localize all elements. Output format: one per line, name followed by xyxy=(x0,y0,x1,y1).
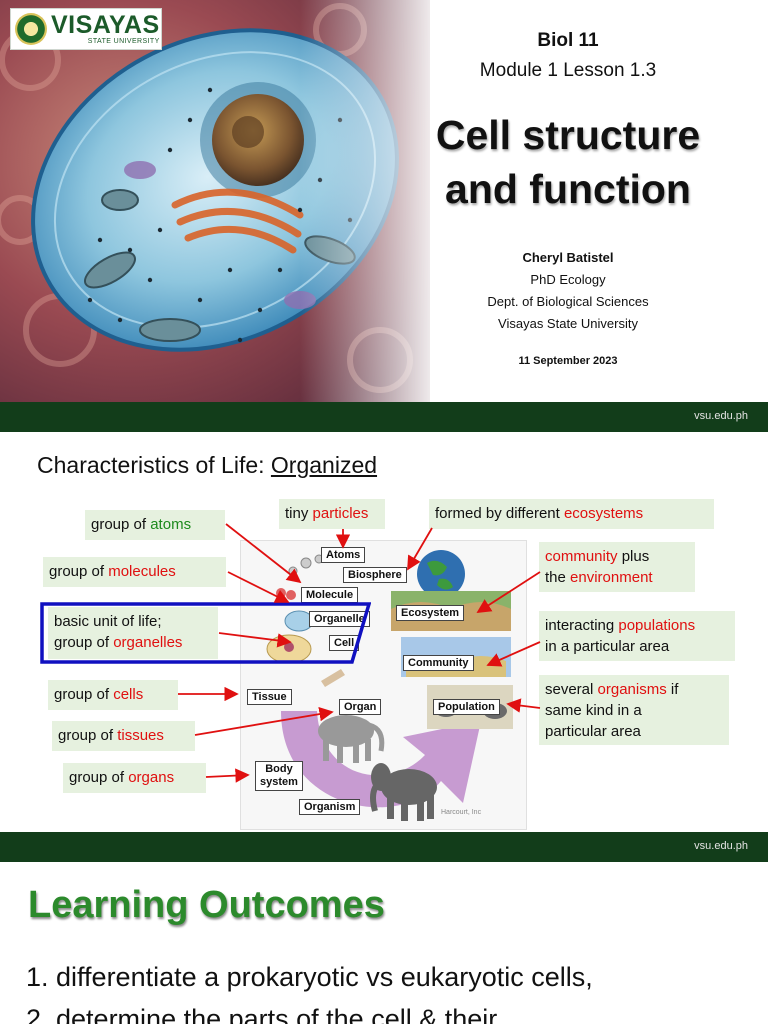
figure-label-biosphere: Biosphere xyxy=(343,567,407,583)
figure-label-cell: Cell xyxy=(329,635,360,651)
levels-of-organization-figure: Atoms Biosphere Molecule Ecosystem Organ… xyxy=(240,540,527,830)
callout-atoms-pre: group of xyxy=(91,516,151,533)
levels-of-organization-slide: Characteristics of Life: Organized Atoms xyxy=(0,432,768,864)
callout-populations-key: populations xyxy=(618,617,696,634)
logo-wordmark: VISAYAS xyxy=(51,11,160,39)
course-code: Biol 11 xyxy=(537,30,599,51)
callout-organisms-line1: several organisms if xyxy=(545,679,723,700)
figure-label-organ: Organ xyxy=(339,699,382,715)
slide2-title: Characteristics of Life: Organized xyxy=(37,452,377,479)
callout-community-key2: environment xyxy=(570,569,653,586)
callout-populations-pre: interacting xyxy=(545,617,619,634)
callout-formed-pre: formed by different xyxy=(435,505,564,522)
figure-label-tissue: Tissue xyxy=(247,689,292,705)
callout-basic-line1: basic unit of life; xyxy=(54,613,162,630)
figure-label-body: Body xyxy=(265,763,293,775)
outcome-item-2: 2. determine the parts of the cell & the… xyxy=(26,1004,498,1024)
callout-organisms-rest: if xyxy=(666,681,679,698)
callout-community-line2: the environment xyxy=(545,567,689,588)
callout-basic-key: organelles xyxy=(113,634,183,651)
callout-tiny-key: particles xyxy=(312,505,369,522)
callout-molecules-key: molecules xyxy=(108,563,176,580)
callout-organisms-key: organisms xyxy=(597,681,667,698)
callout-community-key: community xyxy=(545,548,618,565)
callout-basic-line2: group of organelles xyxy=(54,632,212,653)
callout-cells: group of cells xyxy=(48,680,178,710)
callout-tissues: group of tissues xyxy=(52,721,195,751)
callout-community: community plus the environment xyxy=(539,542,695,592)
callout-organs-key: organs xyxy=(128,769,175,786)
slide-footer: vsu.edu.ph xyxy=(0,402,768,432)
callout-populations-line1: interacting populations xyxy=(545,615,729,636)
callout-cells-key: cells xyxy=(113,686,144,703)
callout-molecules: group of molecules xyxy=(43,557,226,587)
callout-community-pre2: the xyxy=(545,569,571,586)
slide-footer: vsu.edu.ph xyxy=(0,832,768,862)
callout-organs-pre: group of xyxy=(69,769,129,786)
callout-populations-line2: in a particular area xyxy=(545,638,670,655)
presentation-date: 11 September 2023 xyxy=(518,355,618,367)
callout-molecules-pre: group of xyxy=(49,563,109,580)
learning-outcomes-slide: Learning Outcomes 1. differentiate a pro… xyxy=(0,864,768,1024)
lesson-number: Module 1 Lesson 1.3 xyxy=(479,60,657,81)
callout-cells-pre: group of xyxy=(54,686,114,703)
figure-label-community: Community xyxy=(403,655,474,671)
callout-organisms-pre: several xyxy=(545,681,598,698)
callout-populations: interacting populations in a particular … xyxy=(539,611,735,661)
outcome-item-1: 1. differentiate a prokaryotic vs eukary… xyxy=(26,962,593,992)
callout-community-line1: community plus xyxy=(545,546,689,567)
footer-url: vsu.edu.ph xyxy=(694,410,748,422)
callout-formed-key: ecosystems xyxy=(563,505,644,522)
slide-title: Cell structure and function xyxy=(400,108,736,216)
vsu-logo: VISAYAS STATE UNIVERSITY xyxy=(10,8,162,50)
callout-tiny-particles: tiny particles xyxy=(279,499,385,529)
author-department: Dept. of Biological Sciences xyxy=(487,294,649,309)
author-degree: PhD Ecology xyxy=(530,272,606,287)
callout-organisms-line2: same kind in a xyxy=(545,702,642,719)
figure-credit: Harcourt, Inc xyxy=(441,809,482,816)
callout-organs: group of organs xyxy=(63,763,206,793)
slide2-title-prefix: Characteristics of Life: xyxy=(37,452,271,478)
slide-title-line2: and function xyxy=(445,166,691,212)
callout-community-rest: plus xyxy=(617,548,650,565)
figure-label-system: system xyxy=(260,776,298,788)
logo-subtext: STATE UNIVERSITY xyxy=(87,38,160,45)
figure-label-body-system: Body system xyxy=(255,761,303,791)
callout-arrows xyxy=(178,523,541,783)
learning-outcomes-title: Learning Outcomes xyxy=(28,884,385,926)
callout-atoms-key: atoms xyxy=(150,516,192,533)
figure-label-organelle: Organelle xyxy=(309,611,370,627)
slide-title-line1: Cell structure xyxy=(435,112,701,158)
callout-organisms: several organisms if same kind in a part… xyxy=(539,675,729,745)
cell-highlight-frame xyxy=(40,602,371,664)
callout-basic-unit: basic unit of life; group of organelles xyxy=(48,607,218,659)
callout-atoms: group of atoms xyxy=(85,510,225,540)
figure-label-population: Population xyxy=(433,699,500,715)
author-name: Cheryl Batistel xyxy=(522,250,614,265)
figure-label-ecosystem: Ecosystem xyxy=(396,605,465,621)
callout-organisms-line3: particular area xyxy=(545,723,641,740)
callout-formed-by: formed by different ecosystems xyxy=(429,499,714,529)
title-slide: VISAYAS STATE UNIVERSITY Biol 11 Module … xyxy=(0,0,768,432)
slide2-title-underlined: Organized xyxy=(270,452,378,478)
callout-tissues-key: tissues xyxy=(117,727,164,744)
image-fade xyxy=(300,0,470,404)
author-university: Visayas State University xyxy=(498,316,638,331)
callout-basic-pre: group of xyxy=(54,634,114,651)
university-seal-icon xyxy=(15,13,47,45)
callout-tiny-pre: tiny xyxy=(285,505,313,522)
figure-label-organism: Organism xyxy=(299,799,361,815)
callout-tissues-pre: group of xyxy=(58,727,118,744)
footer-url: vsu.edu.ph xyxy=(694,840,748,852)
